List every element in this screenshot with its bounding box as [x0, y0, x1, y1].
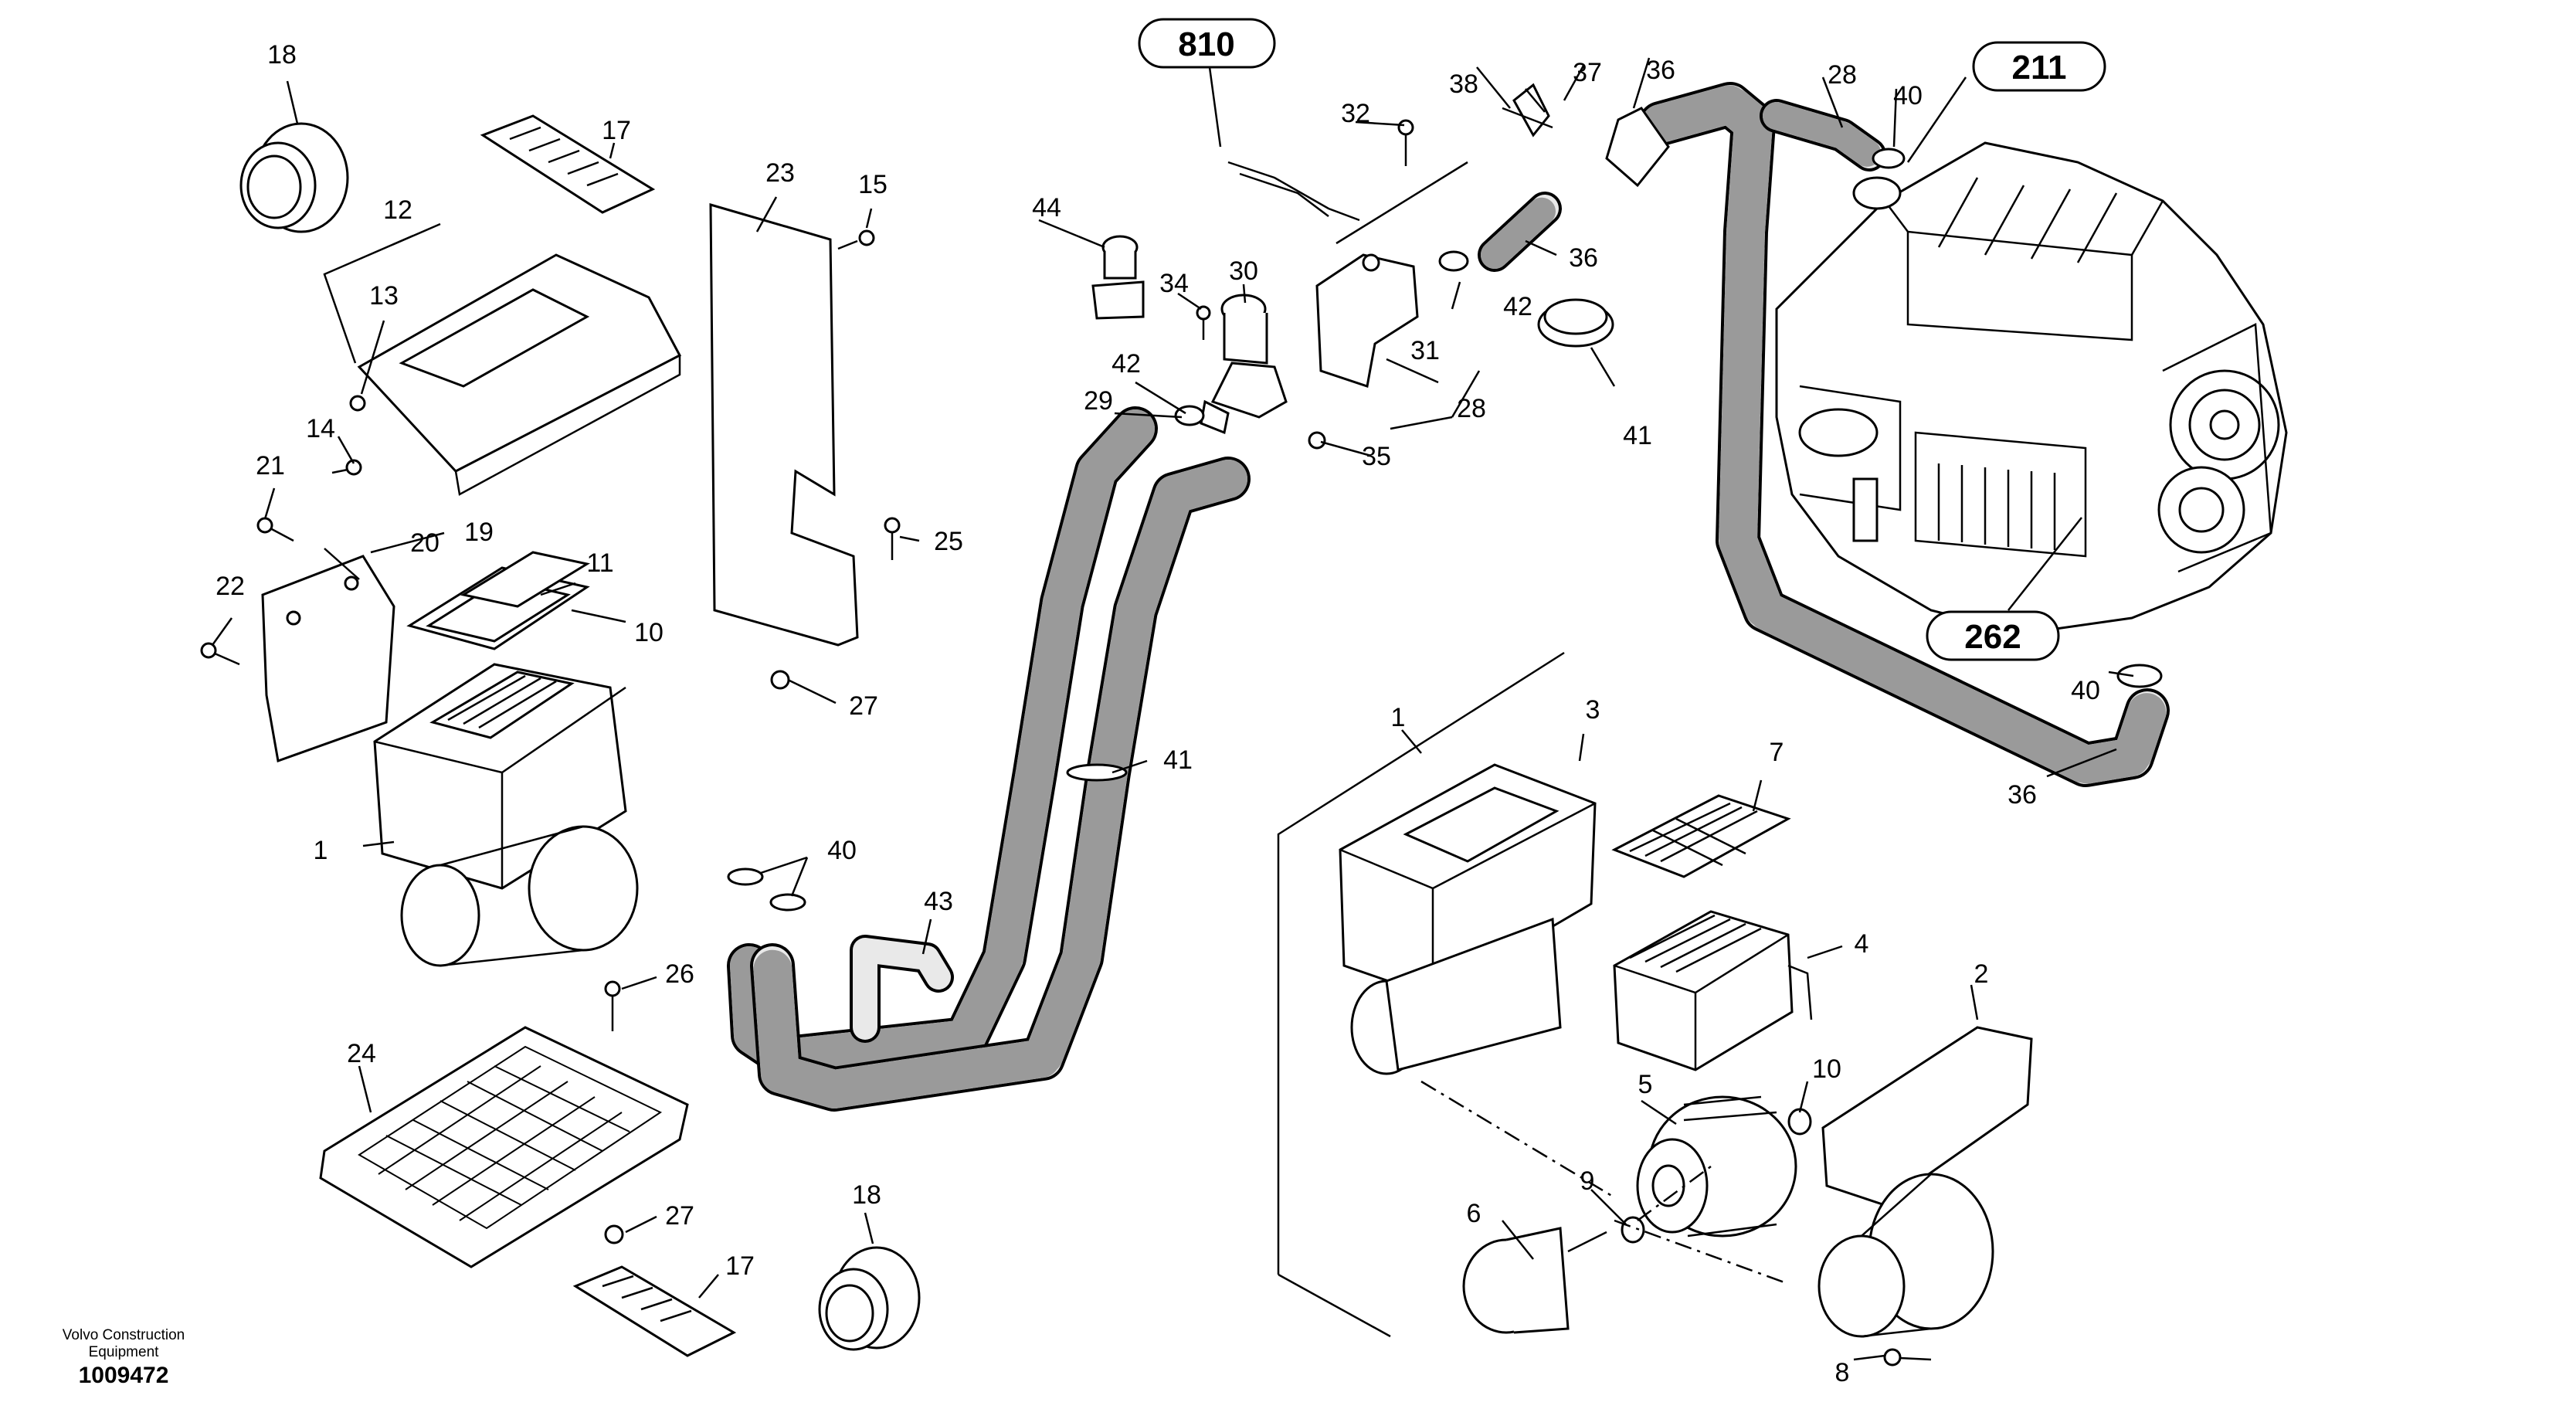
callout-15: 14 [306, 414, 335, 443]
hose-36-short [1478, 192, 1562, 272]
callout-36-top: 36 [1569, 243, 1598, 273]
callout-10: 10 [1812, 1054, 1841, 1084]
callout-18-bottom: 18 [852, 1180, 881, 1210]
relay-44 [1091, 235, 1145, 320]
filter-24 [319, 1026, 689, 1268]
callout-40-right: 40 [2071, 676, 2100, 705]
callout-23: 23 [765, 158, 795, 188]
callout-34: 34 [1159, 269, 1189, 298]
filter-7 [1611, 794, 1791, 878]
callout-16: 15 [858, 170, 888, 199]
callout-8: 8 [1835, 1358, 1850, 1387]
callout-42-right: 42 [1503, 292, 1532, 321]
heater-1-left [373, 663, 639, 967]
ref-810-label: 810 [1178, 25, 1234, 63]
callout-26: 26 [665, 959, 694, 989]
callout-41-left: 41 [1163, 745, 1193, 775]
callout-17: 17 [602, 116, 631, 145]
fan-5 [1636, 1095, 1797, 1238]
callout-30: 30 [1229, 256, 1258, 286]
footer-brand-line1: Volvo Construction [62, 1327, 185, 1343]
callout-43: 43 [924, 887, 953, 916]
callout-31: 28 [1457, 394, 1486, 423]
callout-13: 12 [383, 195, 412, 225]
callout-42-left: 42 [1112, 349, 1141, 379]
callout-39: 38 [1449, 70, 1478, 99]
callout-24: 24 [347, 1039, 376, 1068]
dash-lines [1420, 1080, 1785, 1284]
callout-37: 36 [1646, 56, 1675, 85]
vent-17-top [480, 114, 656, 214]
callout-36-bottom: 36 [2008, 780, 2037, 810]
callout-33: 32 [1341, 99, 1370, 128]
housing-3 [1339, 763, 1597, 1075]
cable-810 [1227, 161, 1468, 245]
hose-second [750, 457, 1251, 1112]
hose-36-large [1638, 82, 2170, 787]
callout-1-left: 1 [314, 836, 328, 865]
callout-22: 22 [216, 572, 245, 601]
callout-41-right: 41 [1623, 421, 1652, 450]
ref-211: 211 [1972, 41, 2106, 92]
vent-17-bottom [572, 1265, 737, 1357]
cover-13 [357, 253, 682, 496]
callout-20: 20 [410, 528, 440, 558]
ref-262: 262 [1926, 610, 2060, 661]
hose-28 [1760, 99, 1886, 171]
callout-12: 11 [586, 548, 613, 578]
callout-32: 31 [1410, 336, 1440, 365]
hardware-left [200, 229, 1128, 1244]
callout-28: 28 [1828, 60, 1857, 90]
callout-18: 18 [267, 40, 297, 70]
callout-14: 13 [369, 281, 399, 311]
motor-6 [1462, 1227, 1607, 1334]
callout-6: 6 [1467, 1199, 1481, 1228]
callout-29: 29 [1084, 386, 1113, 416]
engine [1775, 141, 2288, 635]
callout-40-top: 40 [1893, 81, 1923, 110]
callout-35: 35 [1362, 442, 1391, 471]
callout-1-right: 1 [1391, 703, 1406, 732]
callout-3: 3 [1586, 695, 1600, 725]
callout-7: 7 [1770, 738, 1784, 767]
callout-17-bottom: 17 [725, 1251, 755, 1281]
core-4 [1613, 910, 1813, 1071]
callout-5: 5 [1638, 1070, 1653, 1099]
ref-810: 810 [1138, 18, 1276, 69]
callout-40-left: 40 [827, 836, 857, 865]
valve-30 [1200, 294, 1288, 435]
vent-18-top [239, 122, 349, 233]
leader-lines [211, 49, 2134, 1361]
footer-brand-line2: Equipment [88, 1344, 159, 1360]
ref-211-label: 211 [2012, 49, 2067, 87]
callout-4: 4 [1855, 929, 1869, 959]
callout-44: 44 [1032, 193, 1061, 222]
ref-262-label: 262 [1964, 618, 2021, 656]
callout-38: 37 [1573, 58, 1602, 87]
footer: Volvo Construction Equipment 1009472 [23, 1327, 224, 1389]
callout-19: 19 [464, 518, 494, 547]
callout-21: 21 [256, 451, 285, 480]
bracket-31 [1315, 253, 1419, 388]
hose-43 [850, 935, 954, 1043]
hardware-center [1196, 83, 2163, 688]
bracket-19 [261, 555, 395, 763]
callout-11: 10 [634, 618, 664, 647]
plate-23 [709, 202, 859, 647]
vent-18-bottom [818, 1246, 921, 1351]
callout-25: 25 [934, 527, 963, 556]
callout-2: 2 [1974, 959, 1989, 989]
frame-1-right [1277, 651, 1565, 1338]
callout-27-bottom: 27 [665, 1201, 694, 1231]
cover-2 [1817, 1026, 2033, 1338]
callout-9: 9 [1580, 1166, 1595, 1196]
gasket-11-12 [406, 551, 590, 650]
callout-27-top: 27 [849, 691, 878, 721]
hardware-right [1621, 1108, 1932, 1367]
footer-drawing-number: 1009472 [78, 1363, 169, 1388]
callout-labels: 18 17 12 13 14 21 20 19 22 11 10 23 15 2… [216, 40, 2100, 1387]
